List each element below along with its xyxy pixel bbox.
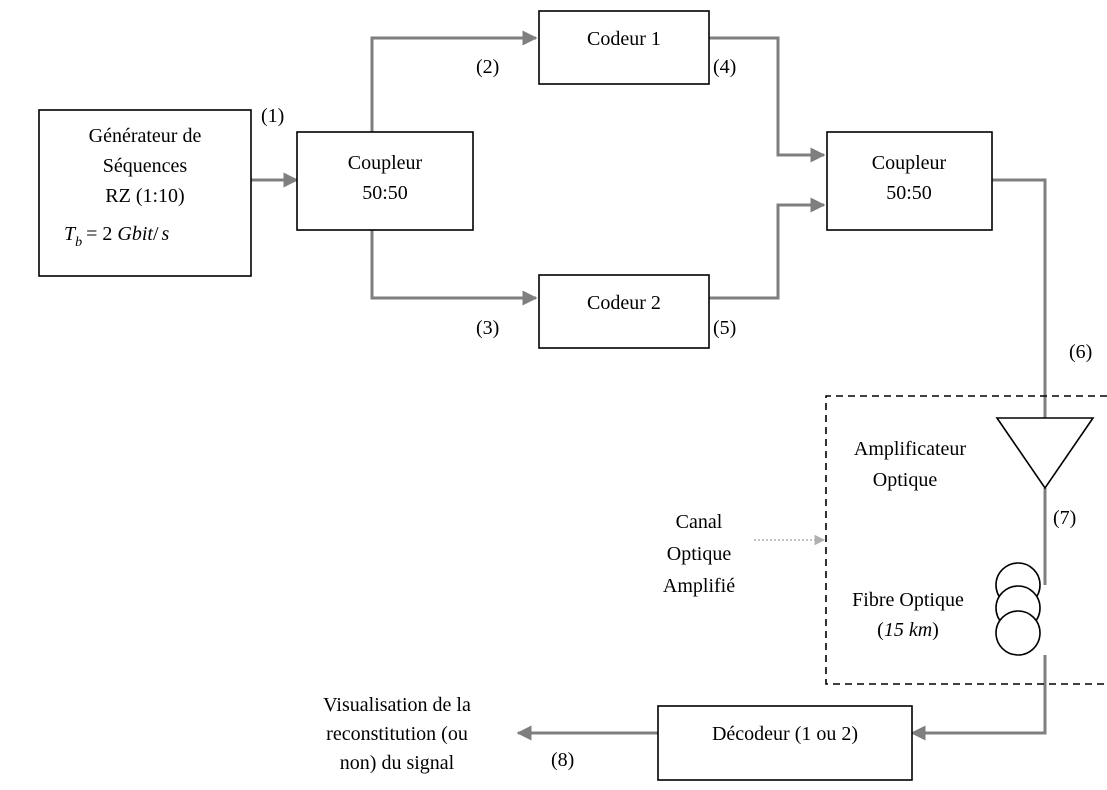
coupler1-box <box>296 131 474 231</box>
coupler2-box <box>826 131 993 231</box>
channel-line3: Amplifié <box>663 575 735 597</box>
rate-seconds: s <box>162 223 170 245</box>
amplifier-triangle <box>995 417 1095 490</box>
coder1-box <box>538 10 710 85</box>
rate-subscript: b <box>75 235 82 250</box>
coupler2-line2: 50:50 <box>886 182 932 204</box>
generator-line2: Séquences <box>103 155 188 177</box>
point-label-5: (5) <box>713 317 736 339</box>
decoder-box <box>657 705 913 781</box>
connector-coupler2-amplifier <box>992 178 1047 418</box>
channel-line1: Canal <box>676 511 723 533</box>
decoder-label: Décodeur (1 ou 2) <box>712 723 858 745</box>
coupler1-line2: 50:50 <box>362 182 408 204</box>
output-line1: Visualisation de la <box>323 694 471 716</box>
connector-coupler1-coder2 <box>370 230 538 306</box>
connector-fiber-decoder <box>910 655 1047 741</box>
connector-coder1-coupler2 <box>709 36 826 163</box>
rate-variable: T <box>64 223 77 245</box>
generator-line1: Générateur de <box>89 125 202 147</box>
fiber-line1: Fibre Optique <box>852 589 964 611</box>
point-label-2: (2) <box>476 56 499 78</box>
point-label-3: (3) <box>476 317 499 339</box>
coder1-label: Codeur 1 <box>587 28 661 50</box>
coder2-label: Codeur 2 <box>587 292 661 314</box>
rate-unit: Gbit <box>117 223 153 245</box>
output-line2: reconstitution (ou <box>326 723 468 745</box>
connector-coupler1-coder1 <box>370 30 538 132</box>
point-label-7: (7) <box>1053 507 1076 529</box>
rate-equals: = 2 <box>86 223 112 245</box>
coder2-box <box>538 274 710 349</box>
fiber-coil-icon <box>995 562 1041 656</box>
connectors <box>251 30 1047 741</box>
amplifier-line1: Amplificateur <box>854 438 967 460</box>
coupler2-line1: Coupleur <box>872 152 947 174</box>
fiber-length-value: 15 km <box>884 619 932 641</box>
channel-line2: Optique <box>667 543 732 565</box>
coupler1-line1: Coupleur <box>348 152 423 174</box>
output-line3: non) du signal <box>340 752 455 774</box>
generator-line3: RZ (1:10) <box>105 185 184 207</box>
generator-box <box>38 109 252 277</box>
fiber-length: (15 km) <box>877 619 939 641</box>
amplifier-line2: Optique <box>873 469 938 491</box>
point-label-8: (8) <box>551 749 574 771</box>
rate-slash: / <box>153 223 159 245</box>
point-label-4: (4) <box>713 56 736 78</box>
point-label-6: (6) <box>1069 341 1092 363</box>
amplified-channel-region <box>825 395 1107 685</box>
point-label-1: (1) <box>261 105 284 127</box>
connector-coder2-coupler2 <box>709 197 826 300</box>
